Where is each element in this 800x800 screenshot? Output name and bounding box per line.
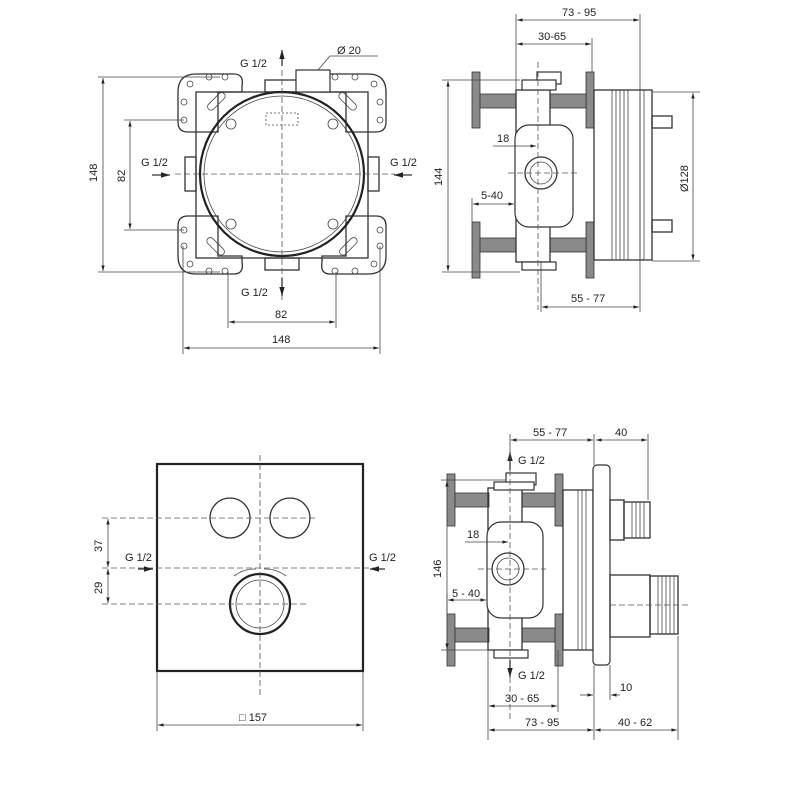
view-front-plate: 37 29 G 1/2 G 1/2 □ 157 xyxy=(93,455,396,731)
dim-depth-40-62: 40 - 62 xyxy=(618,717,652,729)
label-left-inlet: G 1/2 xyxy=(125,552,152,564)
view-side-box: 73 - 95 30-65 18 5-40 144 Ø128 55 - 77 xyxy=(433,7,700,312)
view-front-box: G 1/2 Ø 20 G 1/2 G 1/2 G 1/2 148 82 82 1… xyxy=(88,45,417,354)
sleeve-ribbed xyxy=(593,89,653,261)
dim-diameter-128: Ø128 xyxy=(679,165,691,192)
label-bottom-outlet: G 1/2 xyxy=(241,287,268,299)
dim-depth-40: 40 xyxy=(615,427,627,439)
dim-depth-73-95: 73 - 95 xyxy=(525,717,559,729)
button-cartridge xyxy=(623,501,651,539)
dim-10: 10 xyxy=(620,682,632,694)
dim-width-157: □ 157 xyxy=(239,712,267,724)
dim-height-144: 144 xyxy=(433,168,445,186)
dim-depth-30-65: 30-65 xyxy=(538,31,566,43)
dim-width-148: 148 xyxy=(272,334,290,346)
dim-offset-18: 18 xyxy=(497,133,509,145)
view-side-plate: 55 - 77 40 G 1/2 G 1/2 18 5 - 40 146 10 … xyxy=(432,427,690,740)
label-top-outlet: G 1/2 xyxy=(518,455,545,467)
valve-cavity xyxy=(514,124,574,228)
dim-height-148: 148 xyxy=(88,164,100,182)
label-diameter-20: Ø 20 xyxy=(337,45,361,57)
label-top-inlet: G 1/2 xyxy=(240,58,267,70)
dim-width-82: 82 xyxy=(275,309,287,321)
dim-37: 37 xyxy=(93,540,105,552)
dim-height-146: 146 xyxy=(432,560,444,578)
wall-plate-edge xyxy=(592,464,611,666)
label-bottom-outlet: G 1/2 xyxy=(518,670,545,682)
dim-offset-5-40: 5-40 xyxy=(481,190,503,202)
label-left-inlet: G 1/2 xyxy=(141,157,168,169)
dim-offset-18: 18 xyxy=(467,529,479,541)
dim-offset-5-40: 5 - 40 xyxy=(452,588,480,600)
dim-depth-73-95: 73 - 95 xyxy=(562,7,596,19)
dim-29: 29 xyxy=(93,582,105,594)
dim-depth-55-77: 55 - 77 xyxy=(533,427,567,439)
label-right-inlet: G 1/2 xyxy=(369,552,396,564)
dim-depth-30-65: 30 - 65 xyxy=(505,693,539,705)
label-right-inlet: G 1/2 xyxy=(390,157,417,169)
outlet-20 xyxy=(295,69,331,93)
dim-height-82: 82 xyxy=(116,170,128,182)
dim-depth-55-77: 55 - 77 xyxy=(571,293,605,305)
